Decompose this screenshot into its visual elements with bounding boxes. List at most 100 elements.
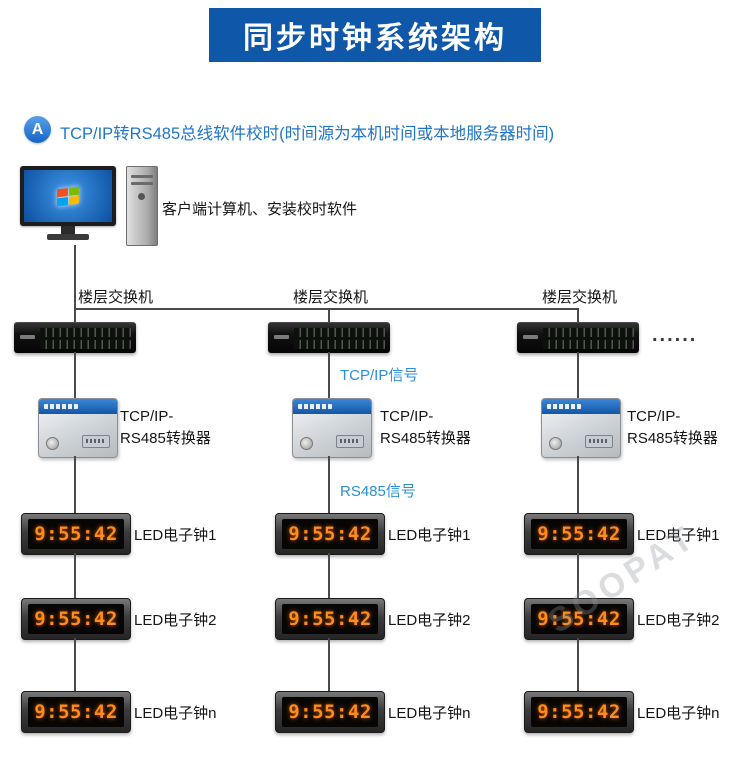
connector-line bbox=[328, 456, 330, 513]
clock-time: 9:55:42 bbox=[537, 523, 621, 545]
converter-label: TCP/IP- RS485转换器 bbox=[380, 406, 471, 450]
section-a-badge: A bbox=[24, 116, 51, 143]
clock-label: LED电子钟2 bbox=[134, 612, 217, 629]
connector-line bbox=[577, 456, 579, 513]
led-clock: 9:55:42 bbox=[524, 598, 634, 640]
connector-line bbox=[74, 352, 76, 398]
round-connector bbox=[549, 437, 562, 450]
clock-display: 9:55:42 bbox=[531, 697, 627, 727]
switch-label: 楼层交换机 bbox=[542, 289, 618, 306]
round-connector bbox=[46, 437, 59, 450]
monitor-base bbox=[47, 234, 89, 240]
clock-label: LED电子钟2 bbox=[637, 612, 720, 629]
converter-top-panel bbox=[542, 399, 620, 414]
client-computer-label: 客户端计算机、安装校时软件 bbox=[162, 201, 358, 218]
clock-label: LED电子钟n bbox=[388, 705, 471, 722]
switch-brand-mark bbox=[523, 335, 538, 339]
clock-time: 9:55:42 bbox=[537, 608, 621, 630]
connector-line bbox=[74, 245, 76, 323]
connector-line bbox=[577, 352, 579, 398]
switch-ports-row bbox=[294, 328, 385, 337]
clock-time: 9:55:42 bbox=[34, 523, 118, 545]
connector-line bbox=[74, 308, 579, 310]
client-computer-illustration bbox=[20, 166, 165, 250]
converter-label-line2: RS485转换器 bbox=[120, 430, 211, 447]
switch-label: 楼层交换机 bbox=[78, 289, 154, 306]
pc-tower-icon bbox=[126, 166, 158, 246]
converter-label-line2: RS485转换器 bbox=[380, 430, 471, 447]
clock-time: 9:55:42 bbox=[34, 608, 118, 630]
connector-line bbox=[74, 553, 76, 598]
clock-label: LED电子钟n bbox=[134, 705, 217, 722]
tcpip-rs485-converter bbox=[38, 398, 118, 458]
connector-line bbox=[328, 638, 330, 691]
connector-line bbox=[328, 308, 330, 323]
connector-line bbox=[328, 553, 330, 598]
led-clock: 9:55:42 bbox=[21, 691, 131, 733]
led-clock: 9:55:42 bbox=[275, 598, 385, 640]
clock-time: 9:55:42 bbox=[537, 701, 621, 723]
monitor-stand bbox=[61, 226, 75, 234]
led-clock: 9:55:42 bbox=[275, 513, 385, 555]
db9-connector bbox=[82, 435, 110, 448]
monitor-screen bbox=[24, 170, 112, 222]
switch-brand-mark bbox=[20, 335, 35, 339]
switch-ports-row bbox=[40, 328, 131, 337]
converter-label-line1: TCP/IP- bbox=[120, 408, 174, 425]
monitor-icon bbox=[20, 166, 116, 226]
tcpip-rs485-converter bbox=[541, 398, 621, 458]
network-switch bbox=[268, 322, 390, 353]
section-a-title: TCP/IP转RS485总线软件校时(时间源为本机时间或本地服务器时间) bbox=[60, 125, 555, 143]
clock-display: 9:55:42 bbox=[282, 697, 378, 727]
clock-label: LED电子钟1 bbox=[637, 527, 720, 544]
more-switches-ellipsis: ...... bbox=[652, 324, 698, 346]
clock-display: 9:55:42 bbox=[531, 519, 627, 549]
page-title: 同步时钟系统架构 bbox=[243, 22, 507, 55]
led-clock: 9:55:42 bbox=[275, 691, 385, 733]
rs485-signal-label: RS485信号 bbox=[340, 483, 416, 500]
connector-line bbox=[74, 456, 76, 513]
clock-time: 9:55:42 bbox=[288, 608, 372, 630]
clock-time: 9:55:42 bbox=[34, 701, 118, 723]
connector-line bbox=[577, 553, 579, 598]
clock-display: 9:55:42 bbox=[28, 519, 124, 549]
db9-connector bbox=[336, 435, 364, 448]
clock-label: LED电子钟2 bbox=[388, 612, 471, 629]
clock-time: 9:55:42 bbox=[288, 701, 372, 723]
clock-label: LED电子钟1 bbox=[388, 527, 471, 544]
clock-display: 9:55:42 bbox=[282, 519, 378, 549]
clock-label: LED电子钟1 bbox=[134, 527, 217, 544]
network-switch bbox=[517, 322, 639, 353]
clock-time: 9:55:42 bbox=[288, 523, 372, 545]
switch-ports-row bbox=[294, 340, 385, 349]
network-switch bbox=[14, 322, 136, 353]
round-connector bbox=[300, 437, 313, 450]
connector-line bbox=[328, 352, 330, 398]
connector-line bbox=[74, 638, 76, 691]
converter-label-line1: TCP/IP- bbox=[380, 408, 434, 425]
clock-display: 9:55:42 bbox=[28, 697, 124, 727]
led-clock: 9:55:42 bbox=[21, 598, 131, 640]
converter-label-line2: RS485转换器 bbox=[627, 430, 718, 447]
converter-label-line1: TCP/IP- bbox=[627, 408, 681, 425]
tcpip-rs485-converter bbox=[292, 398, 372, 458]
windows-logo-icon bbox=[57, 186, 79, 207]
converter-top-panel bbox=[39, 399, 117, 414]
switch-label: 楼层交换机 bbox=[293, 289, 369, 306]
connector-line bbox=[577, 308, 579, 323]
switch-brand-mark bbox=[274, 335, 289, 339]
switch-ports-row bbox=[543, 328, 634, 337]
led-clock: 9:55:42 bbox=[21, 513, 131, 555]
converter-label: TCP/IP- RS485转换器 bbox=[627, 406, 718, 450]
switch-ports-row bbox=[40, 340, 131, 349]
db9-connector bbox=[585, 435, 613, 448]
led-clock: 9:55:42 bbox=[524, 513, 634, 555]
connector-line bbox=[577, 638, 579, 691]
led-clock: 9:55:42 bbox=[524, 691, 634, 733]
page-title-banner: 同步时钟系统架构 bbox=[209, 8, 541, 62]
clock-display: 9:55:42 bbox=[28, 604, 124, 634]
switch-ports-row bbox=[543, 340, 634, 349]
converter-top-panel bbox=[293, 399, 371, 414]
clock-display: 9:55:42 bbox=[531, 604, 627, 634]
